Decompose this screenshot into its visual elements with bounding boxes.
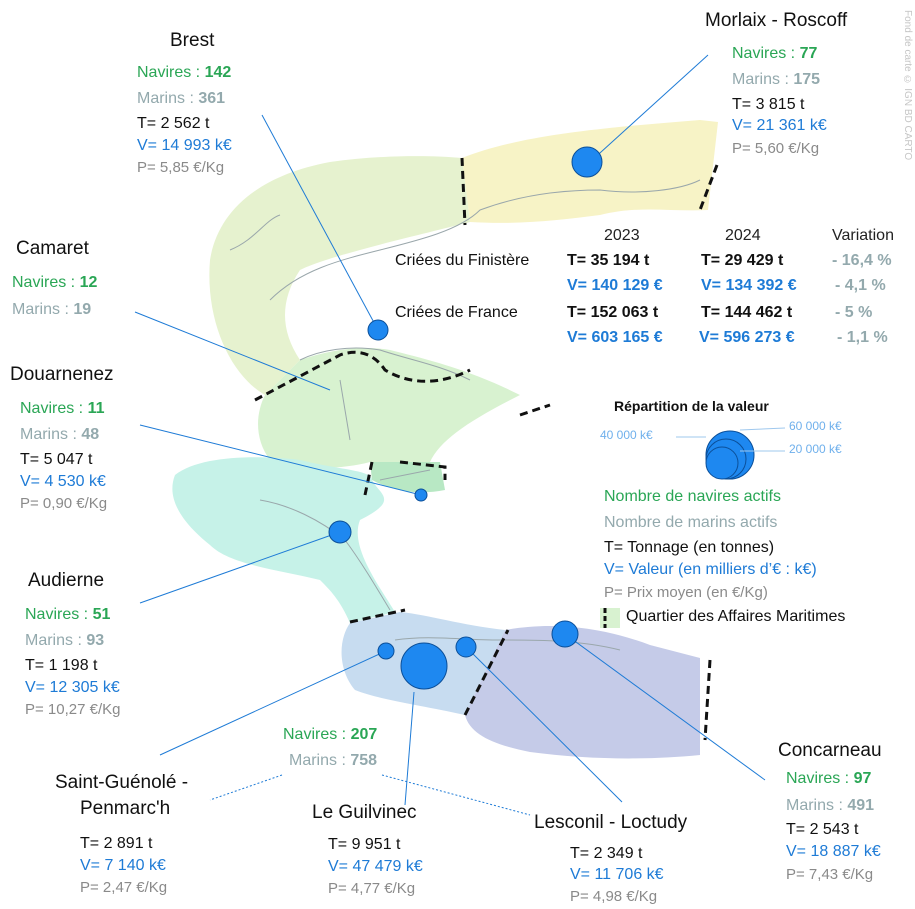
brest-tonnage: T= 2 562 t bbox=[137, 115, 210, 132]
bigouden-marins: Marins : 758 bbox=[289, 752, 378, 769]
camaret-name: Camaret bbox=[16, 238, 89, 259]
legend-navires: Nombre de navires actifs bbox=[604, 488, 781, 505]
legend-circle-20000: 20 000 k€ bbox=[789, 442, 842, 456]
summary-row2-vvar: - 1,1 % bbox=[837, 329, 888, 346]
circle-saintguenole bbox=[377, 642, 395, 660]
guilvinec-tonnage: T= 9 951 t bbox=[328, 836, 401, 853]
zone-audierne bbox=[172, 457, 395, 623]
douarnenez-prix: P= 0,90 €/Kg bbox=[20, 495, 108, 512]
saintguenole-tonnage: T= 2 891 t bbox=[80, 835, 153, 852]
legend-prix: P= Prix moyen (en €/Kg) bbox=[604, 584, 768, 601]
lesconil-prix: P= 4,98 €/Kg bbox=[570, 888, 658, 905]
legend-quartier: Quartier des Affaires Maritimes bbox=[626, 608, 846, 625]
guilvinec-prix: P= 4,77 €/Kg bbox=[328, 880, 416, 897]
douarnenez-name: Douarnenez bbox=[10, 364, 114, 385]
summary-row1-v2023: V= 140 129 € bbox=[567, 277, 663, 294]
circle-concarneau bbox=[551, 620, 579, 648]
summary-col-variation: Variation bbox=[832, 227, 894, 244]
zone-douarnenez bbox=[370, 462, 445, 493]
saintguenole-name-line1: Saint-Guénolé - bbox=[55, 772, 189, 793]
brest-valeur: V= 14 993 k€ bbox=[137, 137, 232, 154]
douarnenez-navires: Navires : 11 bbox=[20, 400, 105, 417]
summary-row2-label: Criées de France bbox=[395, 304, 518, 321]
brest-name: Brest bbox=[170, 30, 215, 51]
summary-row1-t2023: T= 35 194 t bbox=[567, 252, 650, 269]
morlaix-tonnage: T= 3 815 t bbox=[732, 96, 805, 113]
audierne-name: Audierne bbox=[28, 570, 105, 591]
summary-row2-tvar: - 5 % bbox=[835, 304, 873, 321]
circle-morlaix bbox=[571, 146, 603, 178]
summary-col-2024: 2024 bbox=[725, 227, 761, 244]
morlaix-name: Morlaix - Roscoff bbox=[705, 10, 848, 31]
summary-row2-v2024: V= 596 273 € bbox=[699, 329, 795, 346]
guilvinec-valeur: V= 47 479 k€ bbox=[328, 858, 423, 875]
morlaix-valeur: V= 21 361 k€ bbox=[732, 117, 827, 134]
legend-title: Répartition de la valeur bbox=[614, 398, 769, 414]
douarnenez-marins: Marins : 48 bbox=[20, 426, 100, 443]
summary-row1-t2024: T= 29 429 t bbox=[701, 252, 784, 269]
legend-marins: Nombre de marins actifs bbox=[604, 514, 778, 531]
lesconil-name: Lesconil - Loctudy bbox=[534, 812, 688, 833]
camaret-marins: Marins : 19 bbox=[12, 301, 92, 318]
port-circles bbox=[328, 146, 603, 690]
summary-row1-tvar: - 16,4 % bbox=[832, 252, 892, 269]
guilvinec-name: Le Guilvinec bbox=[312, 802, 417, 823]
circle-brest bbox=[367, 319, 389, 341]
camaret-navires: Navires : 12 bbox=[12, 274, 98, 291]
douarnenez-valeur: V= 4 530 k€ bbox=[20, 473, 106, 490]
audierne-prix: P= 10,27 €/Kg bbox=[25, 701, 121, 718]
saintguenole-valeur: V= 7 140 k€ bbox=[80, 857, 166, 874]
douarnenez-tonnage: T= 5 047 t bbox=[20, 451, 93, 468]
brest-prix: P= 5,85 €/Kg bbox=[137, 159, 225, 176]
legend-circle-60000: 60 000 k€ bbox=[789, 419, 842, 433]
bigouden-navires: Navires : 207 bbox=[283, 726, 378, 743]
concarneau-valeur: V= 18 887 k€ bbox=[786, 843, 881, 860]
connector-lines bbox=[134, 54, 766, 806]
concarneau-prix: P= 7,43 €/Kg bbox=[786, 866, 874, 883]
circle-douarnenez bbox=[414, 488, 428, 502]
audierne-navires: Navires : 51 bbox=[25, 606, 111, 623]
saintguenole-prix: P= 2,47 €/Kg bbox=[80, 879, 168, 896]
circle-lesconil bbox=[455, 636, 477, 658]
concarneau-marins: Marins : 491 bbox=[786, 797, 875, 814]
lesconil-tonnage: T= 2 349 t bbox=[570, 845, 643, 862]
saintguenole-name-line2: Penmarc'h bbox=[80, 798, 171, 819]
legend-circle-40000: 40 000 k€ bbox=[600, 428, 653, 442]
zone-brest-south bbox=[258, 348, 520, 468]
legend-tonnage: T= Tonnage (en tonnes) bbox=[604, 539, 775, 556]
concarneau-name: Concarneau bbox=[778, 740, 882, 761]
circle-audierne bbox=[328, 520, 352, 544]
legend-leaders bbox=[676, 427, 786, 452]
concarneau-tonnage: T= 2 543 t bbox=[786, 821, 859, 838]
legend-valeur: V= Valeur (en milliers d’€ : k€) bbox=[604, 561, 817, 578]
lesconil-valeur: V= 11 706 k€ bbox=[570, 866, 664, 883]
morlaix-navires: Navires : 77 bbox=[732, 45, 818, 62]
summary-row1-v2024: V= 134 392 € bbox=[701, 277, 797, 294]
morlaix-prix: P= 5,60 €/Kg bbox=[732, 140, 820, 157]
summary-row2-t2023: T= 152 063 t bbox=[567, 304, 659, 321]
zone-concarneau bbox=[465, 625, 700, 759]
summary-row2-t2024: T= 144 462 t bbox=[701, 304, 793, 321]
zone-brest bbox=[209, 156, 470, 395]
bigouden-dotted-lines bbox=[209, 774, 531, 816]
district-boundaries bbox=[254, 157, 719, 741]
summary-row1-label: Criées du Finistère bbox=[395, 252, 530, 269]
concarneau-navires: Navires : 97 bbox=[786, 770, 872, 787]
morlaix-marins: Marins : 175 bbox=[732, 71, 821, 88]
brest-navires: Navires : 142 bbox=[137, 64, 232, 81]
summary-row1-vvar: - 4,1 % bbox=[835, 277, 886, 294]
audierne-marins: Marins : 93 bbox=[25, 632, 105, 649]
quartier-swatch bbox=[600, 608, 620, 628]
audierne-tonnage: T= 1 198 t bbox=[25, 657, 98, 674]
brest-marins: Marins : 361 bbox=[137, 90, 226, 107]
legend-circles bbox=[705, 430, 755, 480]
audierne-valeur: V= 12 305 k€ bbox=[25, 679, 120, 696]
circle-guilvinec bbox=[400, 642, 448, 690]
summary-col-2023: 2023 bbox=[604, 227, 640, 244]
map-credit: Fond de carte © IGN BD CARTO bbox=[902, 10, 913, 161]
summary-row2-v2023: V= 603 165 € bbox=[567, 329, 663, 346]
